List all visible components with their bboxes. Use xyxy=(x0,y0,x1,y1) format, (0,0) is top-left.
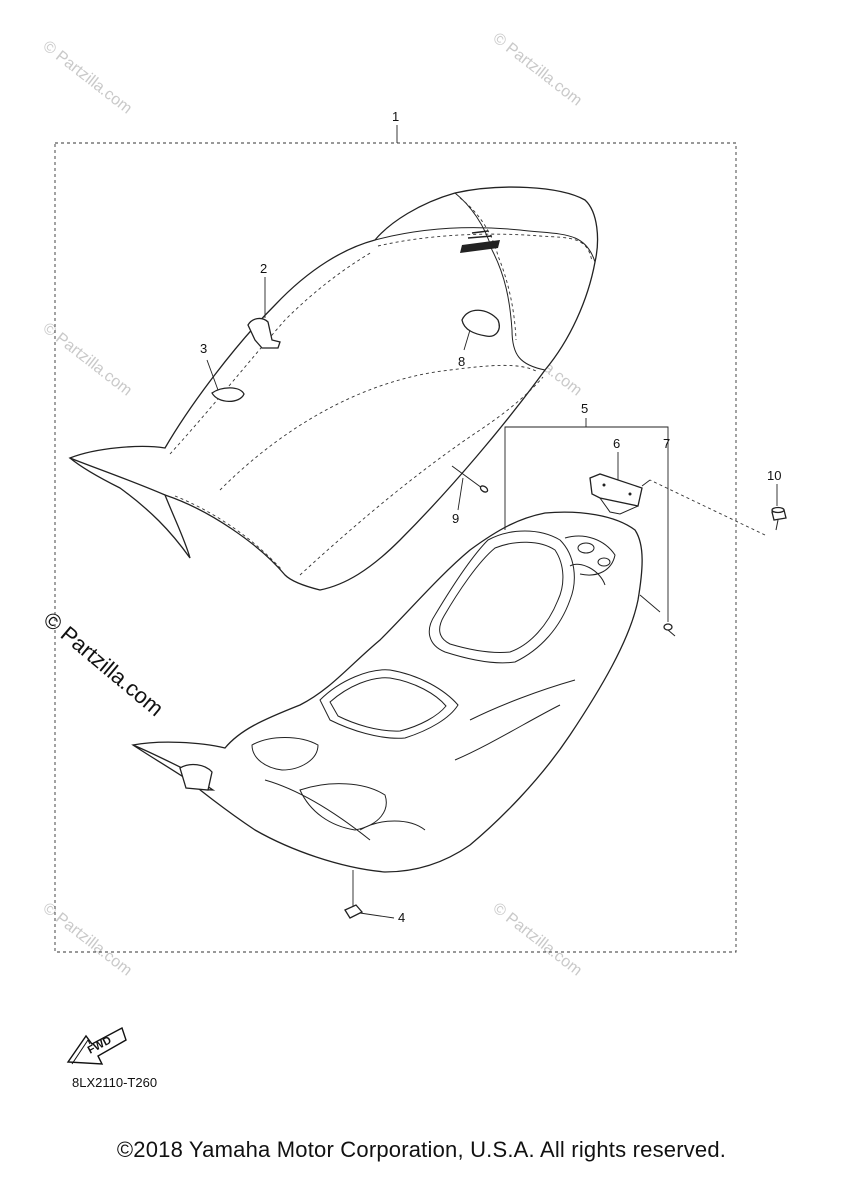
callout-5-bracket xyxy=(504,426,669,530)
callout-6[interactable]: 6 xyxy=(613,436,620,451)
seat-rear-panel xyxy=(374,227,596,263)
seat-base-body xyxy=(131,511,643,873)
callout-2[interactable]: 2 xyxy=(260,261,267,276)
part-2-strap xyxy=(247,317,281,349)
callout-10[interactable]: 10 xyxy=(767,468,781,483)
diagram-part-code: 8LX2110-T260 xyxy=(72,1075,158,1090)
part-8-badge xyxy=(461,309,500,337)
callout-5[interactable]: 5 xyxy=(581,401,588,416)
callout-3[interactable]: 3 xyxy=(200,341,207,356)
part-4-clip xyxy=(344,904,364,919)
callout-8[interactable]: 8 xyxy=(458,354,465,369)
seat-nose xyxy=(69,457,191,559)
seat-body xyxy=(68,186,599,591)
callout-1[interactable]: 1 xyxy=(392,109,399,124)
callout-9[interactable]: 9 xyxy=(452,511,459,526)
part-7-screw xyxy=(663,623,676,637)
part-3-emblem xyxy=(211,387,245,403)
seat-base xyxy=(131,511,643,873)
part-6-latch-plate xyxy=(589,473,643,515)
seat-assembly xyxy=(68,186,599,591)
watermark: © Partzilla.com xyxy=(40,320,135,400)
base-recess-rear xyxy=(428,530,575,664)
watermark-large: © Partzilla.com xyxy=(39,607,169,721)
callout-7[interactable]: 7 xyxy=(663,436,670,451)
base-recess-front xyxy=(319,669,459,739)
callout-4[interactable]: 4 xyxy=(398,910,405,925)
watermark: © Partzilla.com xyxy=(40,900,135,980)
part-9-pin xyxy=(451,465,489,493)
watermark: © Partzilla.com xyxy=(490,900,585,980)
fwd-arrow-icon: FWD xyxy=(66,1026,127,1065)
assembly-boundary xyxy=(54,142,737,953)
yamaha-logo-icon xyxy=(460,230,500,253)
watermark: © Partzilla.com xyxy=(490,30,585,110)
part-10-bolt xyxy=(771,506,787,531)
watermark: © Partzilla.com xyxy=(40,38,135,118)
seat-seam xyxy=(377,233,593,263)
copyright-notice: ©2018 Yamaha Motor Corporation, U.S.A. A… xyxy=(116,1137,727,1162)
